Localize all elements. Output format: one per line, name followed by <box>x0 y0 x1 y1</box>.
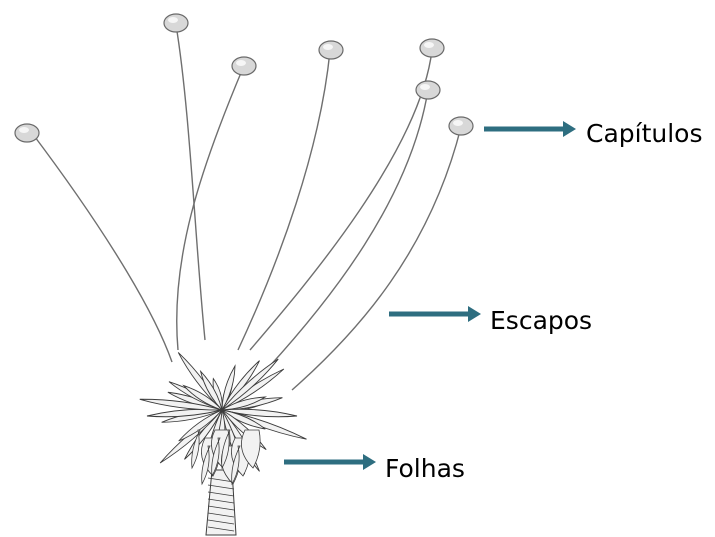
capitulo-highlight <box>323 44 333 50</box>
capitulo-head <box>416 81 440 99</box>
capitulos-heads <box>15 14 473 142</box>
arrow-shaft <box>284 460 364 465</box>
arrow-shaft <box>389 312 469 317</box>
capitulo-head <box>319 41 343 59</box>
capitulo-head-shape <box>449 117 473 135</box>
arrow-head <box>363 454 376 470</box>
capitulo-head-shape <box>416 81 440 99</box>
capitulo-highlight <box>19 127 29 133</box>
capitulo-head <box>164 14 188 32</box>
capitulo-head <box>449 117 473 135</box>
capitulo-head-shape <box>319 41 343 59</box>
annotation-arrows <box>284 121 576 470</box>
escapo-stem <box>292 127 461 390</box>
capitulo-highlight <box>453 120 463 126</box>
right-arrow-icon <box>389 306 481 322</box>
escapo-stem <box>32 133 172 362</box>
capitulo-head-shape <box>232 57 256 75</box>
capitulo-head-shape <box>420 39 444 57</box>
capitulo-highlight <box>236 60 246 66</box>
arrow-shaft <box>484 127 564 132</box>
label-escapos: Escapos <box>490 308 592 333</box>
arrow-head <box>468 306 481 322</box>
capitulo-head <box>232 57 256 75</box>
folhas-rosette <box>140 352 307 535</box>
label-capitulos: Capítulos <box>586 121 703 146</box>
right-arrow-icon <box>284 454 376 470</box>
capitulo-highlight <box>424 42 434 48</box>
capitulo-highlight <box>420 84 430 90</box>
capitulo-head <box>420 39 444 57</box>
escapo-stem <box>268 90 428 368</box>
escapo-stem <box>238 51 330 350</box>
capitulo-head-shape <box>15 124 39 142</box>
label-folhas: Folhas <box>385 456 465 481</box>
capitulo-head-shape <box>164 14 188 32</box>
arrow-head <box>563 121 576 137</box>
escapos-stems <box>32 25 461 390</box>
escapo-stem <box>250 50 432 350</box>
capitulo-head <box>15 124 39 142</box>
right-arrow-icon <box>484 121 576 137</box>
capitulo-highlight <box>168 17 178 23</box>
